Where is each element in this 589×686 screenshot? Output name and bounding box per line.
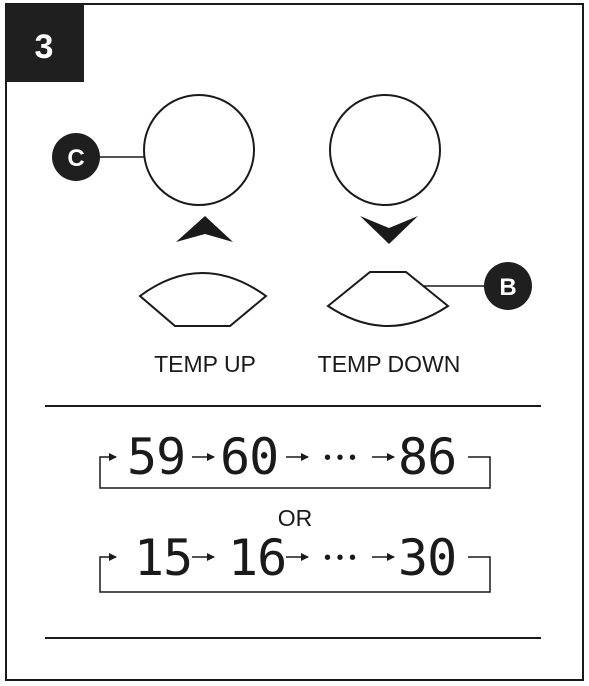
step-number-tab [6,4,84,82]
temp-up-button [138,272,268,327]
fahrenheit-end-value: 86 [398,428,456,486]
fahrenheit-loop-line [99,453,491,489]
celsius-loop-line [99,553,491,593]
callout-b-letter: B [499,274,516,301]
celsius-next-value: 16 [228,529,286,587]
temp-up-dial-circle [143,94,255,206]
fahrenheit-next-value: 60 [220,428,278,486]
fahrenheit-sequence: 59 60 • • • 86 [99,428,491,489]
celsius-end-value: 30 [398,529,456,587]
callout-c-badge [52,133,100,181]
down-arrow-icon [360,216,418,244]
or-separator: OR [278,505,313,531]
callout-b-badge [484,262,532,310]
panel-border [5,3,584,681]
callout-c-letter: C [67,145,84,172]
celsius-sequence: 15 16 • • • 30 [99,529,491,593]
temp-down-label: TEMP DOWN [318,351,461,377]
fahrenheit-ellipsis: • • • [324,447,356,469]
temp-down-button [326,271,450,327]
up-arrow-icon [176,216,233,242]
temp-down-dial-circle [329,94,441,206]
celsius-ellipsis: • • • [324,547,356,569]
celsius-start-value: 15 [134,529,192,587]
fahrenheit-start-value: 59 [127,428,185,486]
temp-up-label: TEMP UP [154,351,256,377]
step-number: 3 [35,28,54,66]
